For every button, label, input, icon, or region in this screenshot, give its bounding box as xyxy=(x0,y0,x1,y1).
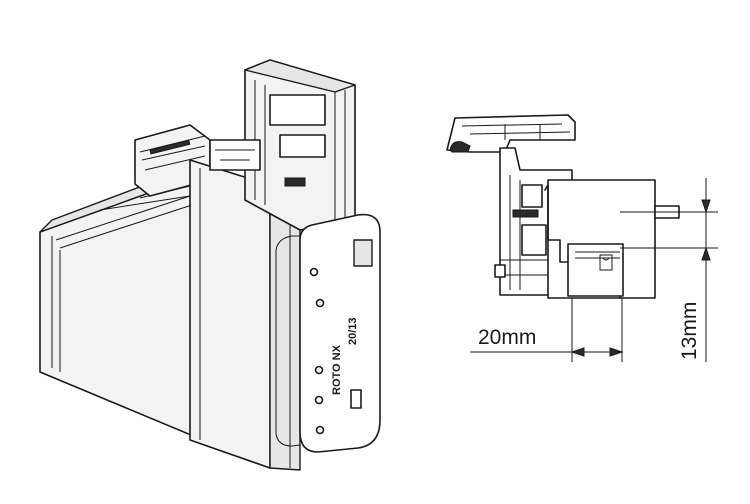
housing-code-text: 20/13 xyxy=(347,317,359,345)
dim-20-arrow-left xyxy=(570,347,585,357)
frame-lip xyxy=(494,264,506,278)
frame-chamber-1 xyxy=(521,184,543,208)
housing-inner-block xyxy=(567,243,624,297)
profile-seal xyxy=(284,177,306,187)
profile-chamber-3 xyxy=(209,139,261,171)
upper-profile-top xyxy=(244,59,356,93)
dimension-width-label: 20mm xyxy=(478,326,536,349)
frame-seal xyxy=(512,209,539,218)
screw-4 xyxy=(314,395,324,405)
dim-13-arrow-top xyxy=(701,199,711,214)
isometric-corner-view: ROTO NX 20/13 xyxy=(39,59,381,471)
screw-3 xyxy=(314,365,324,375)
hinge-housing-edge xyxy=(275,235,301,447)
cross-section-view: 20mm 13mm xyxy=(446,114,718,362)
sash-gasket xyxy=(449,141,471,153)
profile-chamber-1 xyxy=(269,94,326,126)
screw-5 xyxy=(315,425,325,435)
housing-slot xyxy=(350,389,362,409)
housing-brand-text: ROTO NX xyxy=(331,344,343,395)
frame-chamber-2 xyxy=(521,224,547,256)
screw-1 xyxy=(309,267,319,277)
housing-cap xyxy=(353,239,373,267)
dimension-height-label: 13mm xyxy=(678,302,701,360)
dim-13-arrow-bottom xyxy=(701,246,711,261)
dim-20-arrow-right xyxy=(609,347,624,357)
profile-chamber-2 xyxy=(279,134,326,158)
screw-2 xyxy=(315,298,325,308)
